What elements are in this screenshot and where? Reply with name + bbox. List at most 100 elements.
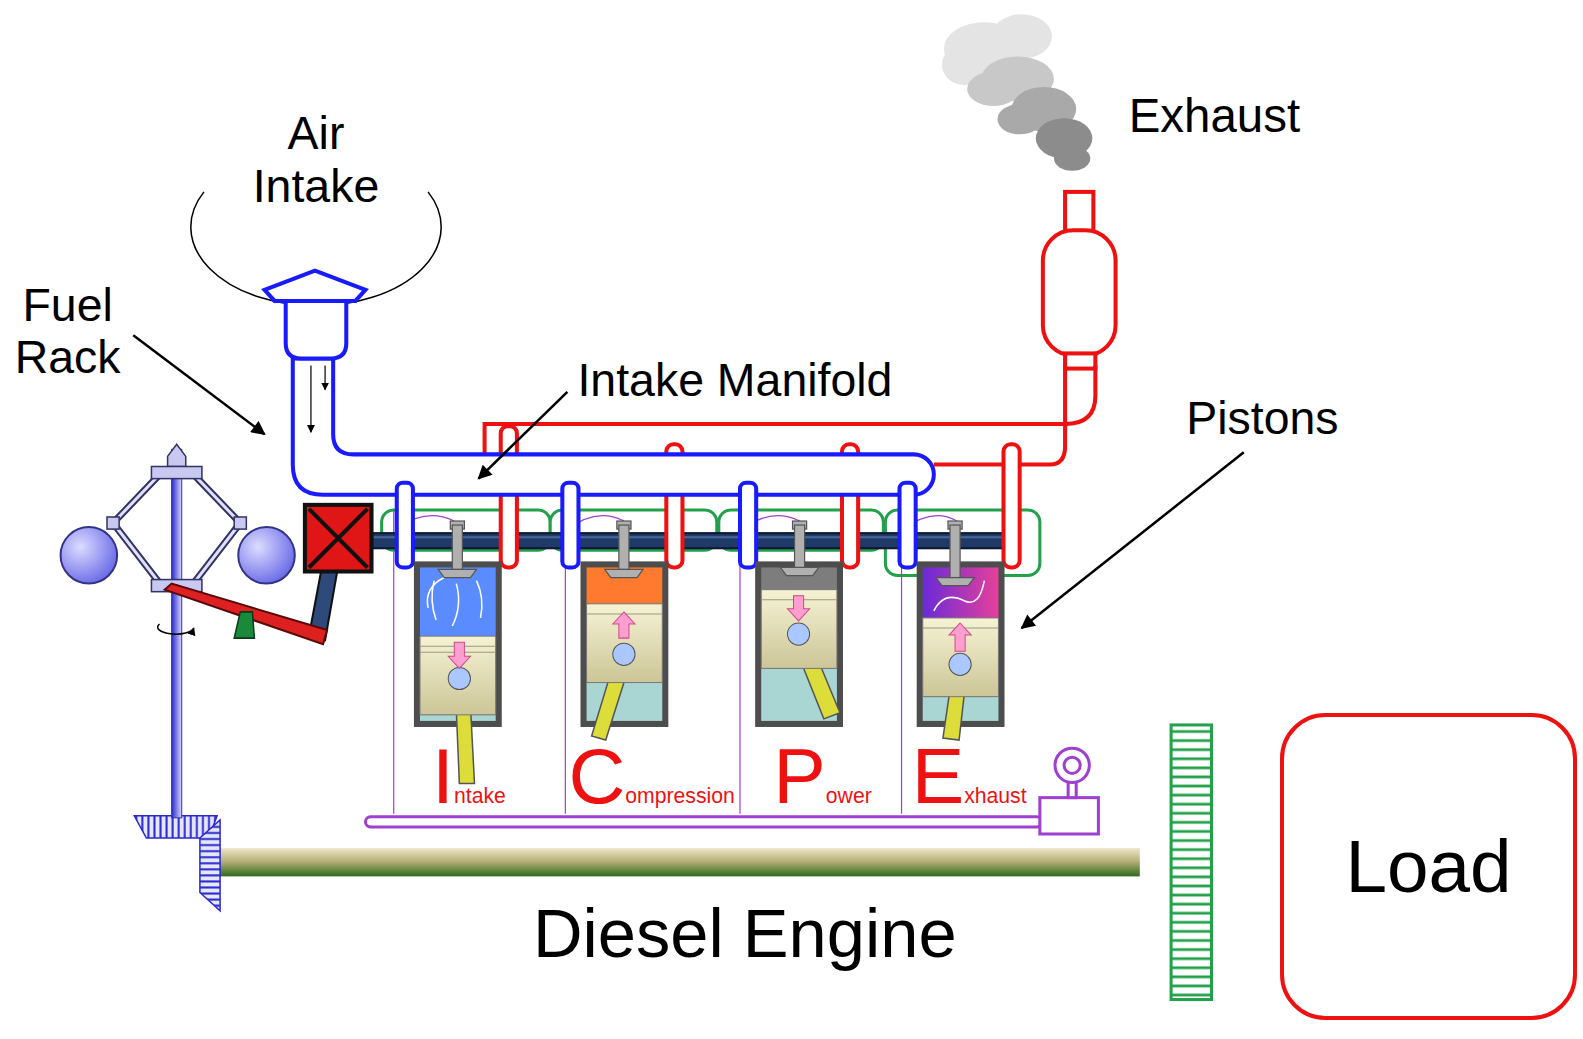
cylinder-power xyxy=(787,623,809,645)
stroke-suffix: xhaust xyxy=(964,785,1026,806)
cylinder-compression xyxy=(581,561,669,740)
flyball-governor xyxy=(234,517,246,529)
stroke-suffix-holder: ntake xyxy=(454,785,506,806)
stroke-initial-holder: P xyxy=(773,737,826,816)
intake-manifold xyxy=(286,301,347,359)
flyball-governor xyxy=(158,624,194,634)
valve xyxy=(452,525,462,569)
leader-line xyxy=(479,392,568,479)
fuel-rack-label: Fuel Rack xyxy=(2,279,133,384)
exhaust-pipe xyxy=(1065,192,1093,234)
stroke-suffix: ower xyxy=(826,785,872,806)
cylinder-intake xyxy=(420,567,496,636)
cylinder-intake xyxy=(427,578,482,626)
fuel-linkage xyxy=(305,505,372,572)
flywheel-gear xyxy=(1171,725,1211,1000)
cam-rod xyxy=(365,817,1041,827)
fuel-linkage xyxy=(309,509,368,568)
fuel-rack-label-holder: Fuel Rack xyxy=(2,279,133,384)
stroke-suffix-holder: xhaust xyxy=(964,785,1026,806)
intake-manifold-label: Intake Manifold xyxy=(577,357,892,403)
cylinder-power xyxy=(761,590,837,669)
exhaust-pipe xyxy=(934,366,1065,465)
cam-lines xyxy=(393,510,394,814)
cylinder-intake xyxy=(448,667,470,689)
leader-line xyxy=(133,335,264,434)
exhaust-label: Exhaust xyxy=(1129,92,1300,139)
flyball-governor xyxy=(151,466,201,478)
flyball-governor xyxy=(107,517,119,529)
stroke-initial: I xyxy=(432,737,454,816)
exhaust-smoke xyxy=(1054,146,1090,170)
intake-manifold xyxy=(265,271,366,301)
cylinder-intake xyxy=(414,561,502,727)
air-flow-arrow xyxy=(311,366,325,433)
exhaust-pipe xyxy=(1004,444,1020,567)
cylinder-exhaust xyxy=(917,561,1005,740)
intake-manifold-label-holder: Intake Manifold xyxy=(577,357,892,403)
cylinder-compression xyxy=(581,561,669,727)
exhaust-smoke xyxy=(991,14,1052,58)
pistons-label-holder: Pistons xyxy=(1186,395,1338,441)
cylinder-intake xyxy=(414,561,502,783)
flyball-governor xyxy=(238,527,295,584)
cylinder-power xyxy=(787,596,809,621)
engine-block-outline xyxy=(109,577,1136,1034)
flyball-governor xyxy=(61,444,295,818)
valve xyxy=(936,578,974,586)
cylinder-compression xyxy=(613,643,635,665)
leader-line xyxy=(1022,452,1244,628)
fuel-linkage xyxy=(309,509,368,568)
exhaust-pipe xyxy=(485,192,1116,568)
intake-manifold xyxy=(740,483,756,568)
crankshaft xyxy=(217,848,1140,876)
fuel-linkage xyxy=(165,505,372,644)
intake-manifold xyxy=(562,483,578,568)
flyball-governor xyxy=(61,527,118,584)
leader-line xyxy=(133,335,1244,628)
fuel-linkage xyxy=(234,612,254,638)
cylinder-power xyxy=(755,561,843,727)
bevel-gear xyxy=(200,820,220,911)
air-flow-arrow xyxy=(324,366,325,390)
cylinder-intake xyxy=(420,636,496,715)
stroke-initial-holder: I xyxy=(432,737,454,816)
valve xyxy=(619,525,629,569)
air-intake-label-holder: Air Intake xyxy=(240,107,391,212)
cam-rod xyxy=(1055,748,1089,782)
exhaust-smoke xyxy=(967,72,1019,106)
cylinder-intake xyxy=(477,581,482,618)
cylinder-exhaust xyxy=(923,618,999,697)
valve xyxy=(950,525,960,577)
cam-rod xyxy=(1040,798,1099,834)
intake-manifold xyxy=(397,483,413,568)
cam-rod xyxy=(365,748,1098,834)
stroke-suffix: ompression xyxy=(625,785,735,806)
flyball-governor xyxy=(113,473,161,586)
stroke-initial: P xyxy=(773,737,826,816)
intake-manifold xyxy=(900,483,916,568)
fuel-linkage xyxy=(165,584,328,645)
flyball-governor xyxy=(192,473,240,586)
stroke-suffix-holder: ower xyxy=(826,785,872,806)
cylinder-exhaust xyxy=(949,653,971,675)
flyball-governor xyxy=(168,444,186,466)
stroke-initial: E xyxy=(912,737,965,816)
pistons-label: Pistons xyxy=(1186,395,1338,441)
valve xyxy=(438,521,974,586)
air-intake-label: Air Intake xyxy=(240,107,391,212)
valve xyxy=(780,567,818,575)
valve xyxy=(438,569,476,577)
air-flow-arrow xyxy=(310,366,311,433)
stroke-initial-holder: C xyxy=(568,737,625,816)
flyball-governor xyxy=(192,473,240,586)
cylinder-exhaust xyxy=(949,623,971,651)
exhaust-pipe xyxy=(1043,230,1116,355)
cylinder-compression xyxy=(613,612,635,638)
flyball-governor xyxy=(113,473,161,586)
valve xyxy=(795,525,805,569)
stroke-suffix-holder: ompression xyxy=(625,785,735,806)
cylinder-intake xyxy=(448,642,470,668)
stroke-suffix: ntake xyxy=(454,785,506,806)
